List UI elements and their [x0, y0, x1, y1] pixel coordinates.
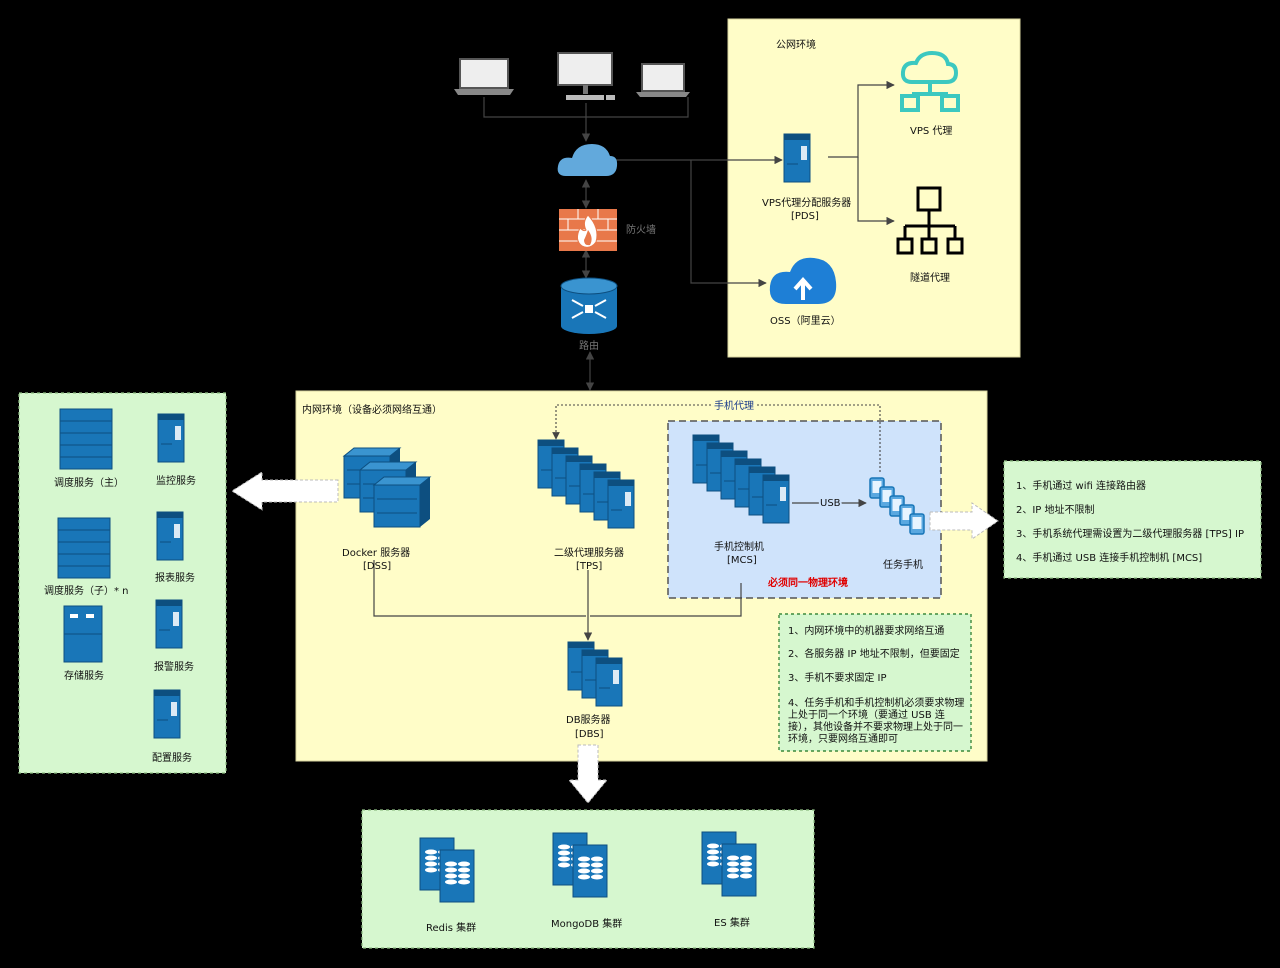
pds-label: VPS代理分配服务器	[762, 196, 851, 209]
mongodb-label: MongoDB 集群	[551, 917, 622, 930]
schedule-sub-label: 调度服务（子）* n	[44, 584, 129, 597]
edge-pds-tunnel	[857, 157, 895, 226]
tps-code: [TPS]	[576, 561, 602, 572]
intranet-note-4d: 环境，只要网络互通即可	[788, 732, 898, 745]
edge-pds-vps	[828, 80, 895, 158]
arrow-to-clusters	[567, 744, 609, 804]
es-label: ES 集群	[714, 916, 750, 929]
usb-label: USB	[820, 498, 841, 509]
same-env-label: 必须同一物理环境	[767, 576, 848, 589]
internet-cloud-icon	[557, 144, 618, 176]
oss-cloud-upload-icon	[769, 257, 837, 304]
intranet-notes-zone	[778, 613, 972, 752]
firewall-icon	[559, 209, 617, 251]
storage-label: 存储服务	[64, 669, 104, 682]
public-zone-title: 公网环境	[776, 38, 816, 51]
monitor-server-icon	[157, 413, 185, 463]
public-zone	[727, 18, 1021, 358]
schedule-sub-server-icon	[57, 517, 111, 579]
arrow-to-services	[231, 471, 339, 511]
dbs-label: DB服务器	[566, 713, 611, 726]
edge-devices-cloud	[483, 97, 689, 141]
laptop-icon	[454, 58, 514, 95]
task-phone-label: 任务手机	[883, 558, 923, 571]
intranet-note-2: 2、各服务器 IP 地址不限制，但要固定	[788, 647, 960, 660]
arrow-to-phone-notes	[929, 502, 999, 540]
intranet-note-4b: 上处于同一个环境（要通过 USB 连	[788, 708, 945, 721]
phone-note-3: 3、手机系统代理需设置为二级代理服务器 [TPS] IP	[1016, 527, 1244, 540]
phone-notes: 1、手机通过 wifi 连接路由器 2、IP 地址不限制 3、手机系统代理需设置…	[1016, 479, 1244, 564]
pds-server-icon	[783, 133, 811, 183]
router-label: 路由	[579, 339, 599, 352]
report-label: 报表服务	[155, 571, 195, 584]
oss-label: OSS（阿里云）	[770, 315, 841, 327]
phone-notes-zone	[1003, 460, 1262, 579]
alarm-label: 报警服务	[154, 660, 194, 673]
intranet-zone-title: 内网环境（设备必须网络互通）	[302, 403, 442, 416]
tunnel-hierarchy-icon	[896, 186, 964, 255]
config-label: 配置服务	[152, 751, 192, 764]
monitor-label: 监控服务	[156, 474, 196, 487]
schedule-main-label: 调度服务（主）	[54, 476, 124, 489]
pds-code: [PDS]	[791, 211, 819, 222]
redis-label: Redis 集群	[426, 921, 476, 934]
intranet-note-4a: 4、任务手机和手机控制机必须要求物理	[788, 696, 964, 709]
storage-server-icon	[63, 605, 103, 663]
dss-code: [DSS]	[363, 561, 391, 572]
report-server-icon	[156, 511, 184, 561]
vps-cloud-network-icon	[900, 50, 960, 112]
intranet-note-3: 3、手机不要求固定 IP	[788, 671, 887, 684]
dbs-code: [DBS]	[575, 729, 604, 740]
edge-mcs-dbs	[590, 583, 742, 617]
desktop-icon	[557, 52, 615, 100]
phone-note-4: 4、手机通过 USB 连接手机控制机 [MCS]	[1016, 551, 1202, 564]
intranet-notes: 1、内网环境中的机器要求网络互通 2、各服务器 IP 地址不限制，但要固定 3、…	[788, 624, 964, 745]
edge-cloud-oss	[690, 160, 767, 288]
mcs-label: 手机控制机	[714, 540, 764, 553]
mcs-code: [MCS]	[727, 555, 757, 566]
alarm-server-icon	[155, 599, 183, 649]
edge-dss-dbs	[373, 560, 586, 617]
phone-proxy-label: 手机代理	[714, 399, 754, 412]
intranet-note-1: 1、内网环境中的机器要求网络互通	[788, 624, 944, 637]
laptop-icon	[636, 63, 690, 97]
vps-proxy-label: VPS 代理	[910, 125, 952, 137]
intranet-note-4c: 接），其他设备并不要求物理上处于同一	[788, 720, 963, 733]
phone-note-1: 1、手机通过 wifi 连接路由器	[1016, 479, 1146, 492]
tunnel-proxy-label: 隧道代理	[910, 271, 950, 284]
config-server-icon	[153, 689, 181, 739]
firewall-label: 防火墙	[626, 223, 656, 236]
router-icon	[560, 277, 618, 334]
services-zone	[18, 392, 227, 774]
dss-label: Docker 服务器	[342, 546, 410, 559]
schedule-main-server-icon	[59, 408, 113, 470]
tps-label: 二级代理服务器	[554, 546, 624, 559]
phone-note-2: 2、IP 地址不限制	[1016, 503, 1095, 516]
